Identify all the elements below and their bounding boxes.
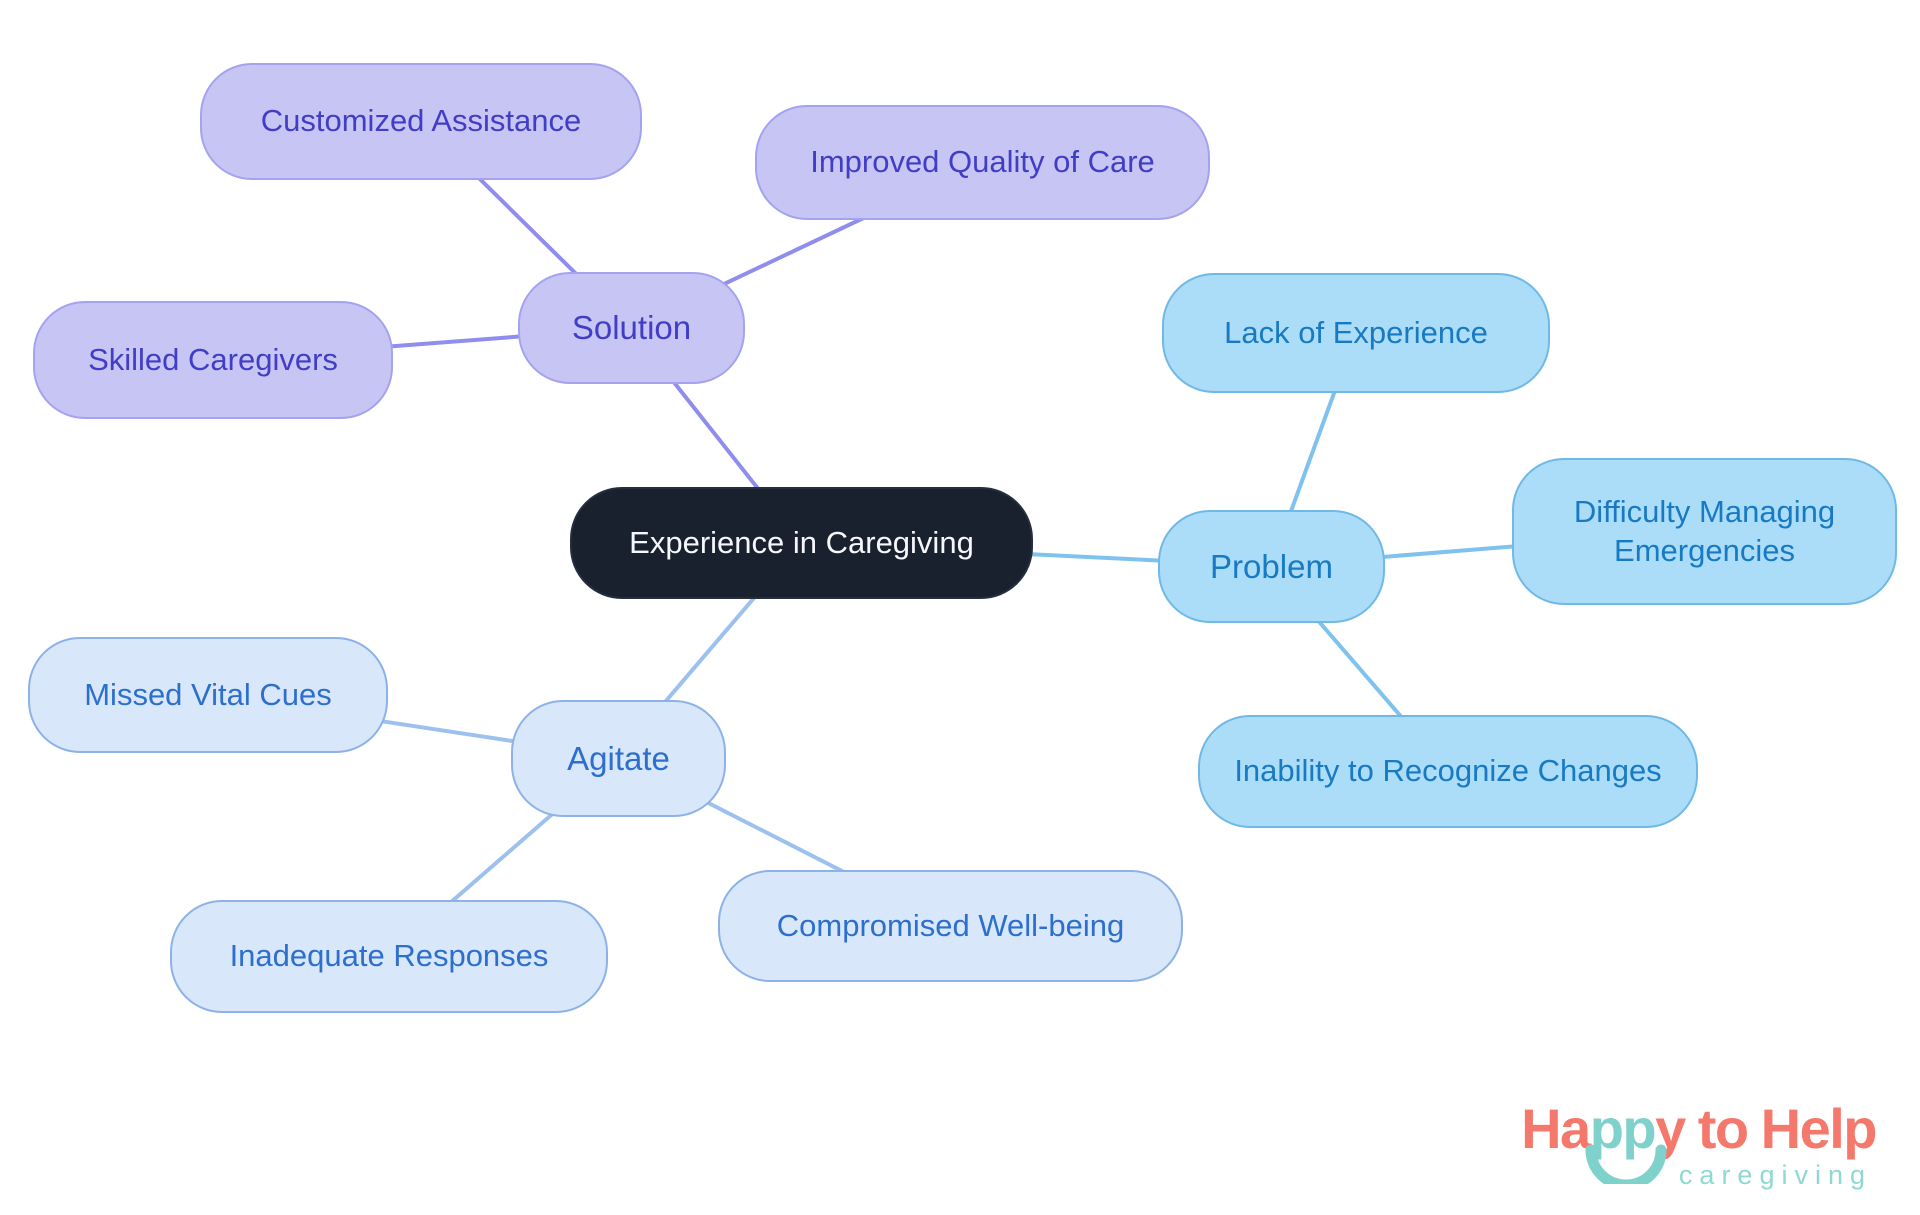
node-experience-in-caregiving[interactable]: Experience in Caregiving [570, 487, 1033, 599]
node-label: Improved Quality of Care [810, 144, 1155, 180]
logo-seg-to: to [1697, 1097, 1749, 1160]
node-lack-of-experience[interactable]: Lack of Experience [1162, 273, 1550, 393]
node-inability-to-recognize-changes[interactable]: Inability to Recognize Changes [1198, 715, 1698, 828]
node-skilled-caregivers[interactable]: Skilled Caregivers [33, 301, 393, 419]
node-label: Inability to Recognize Changes [1234, 753, 1662, 789]
node-problem[interactable]: Problem [1158, 510, 1385, 623]
node-label: Experience in Caregiving [629, 524, 974, 560]
node-missed-vital-cues[interactable]: Missed Vital Cues [28, 637, 388, 753]
node-label: Missed Vital Cues [84, 676, 332, 712]
node-label: Customized Assistance [260, 103, 582, 139]
smile-icon [1585, 1144, 1667, 1184]
logo-seg-pp: pp [1585, 1098, 1667, 1184]
node-inadequate-responses[interactable]: Inadequate Responses [170, 900, 608, 1013]
logo-seg-ha: Ha [1521, 1097, 1591, 1160]
logo-seg-help: Help [1760, 1097, 1878, 1160]
node-solution[interactable]: Solution [518, 272, 745, 384]
node-label: Agitate [567, 739, 670, 777]
node-label: Compromised Well-being [776, 907, 1125, 943]
node-label: Solution [571, 309, 692, 347]
node-label: Difficulty Managing Emergencies [1573, 493, 1836, 568]
node-difficulty-managing-emergencies[interactable]: Difficulty Managing Emergencies [1512, 458, 1897, 605]
node-customized-assistance[interactable]: Customized Assistance [200, 63, 642, 180]
node-improved-quality-of-care[interactable]: Improved Quality of Care [755, 105, 1210, 220]
node-label: Skilled Caregivers [88, 341, 338, 377]
logo-subtitle: caregiving [1678, 1159, 1872, 1190]
node-label: Lack of Experience [1224, 314, 1488, 350]
node-compromised-well-being[interactable]: Compromised Well-being [718, 870, 1183, 982]
node-label: Problem [1210, 547, 1333, 585]
node-label: Inadequate Responses [229, 938, 549, 974]
node-agitate[interactable]: Agitate [511, 700, 726, 817]
